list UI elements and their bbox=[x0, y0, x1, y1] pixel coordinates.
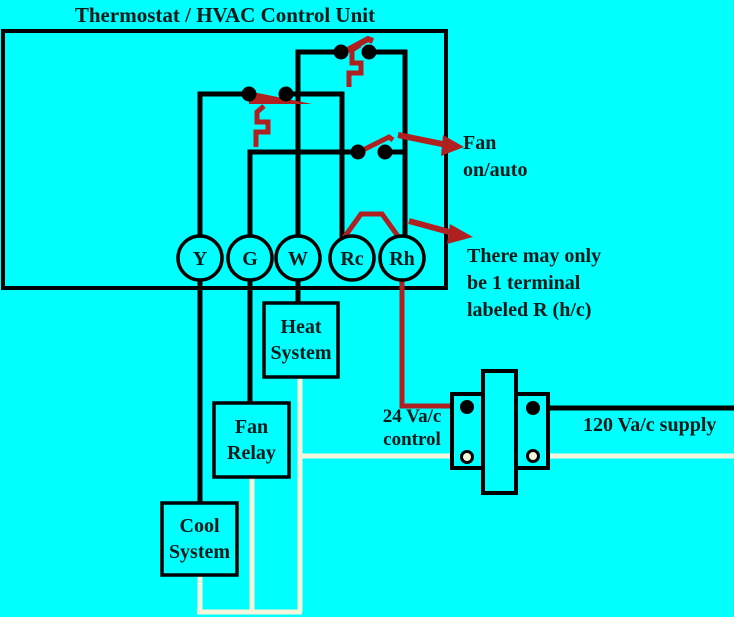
fan-relay-line2: Relay bbox=[227, 442, 276, 464]
cool-system-line1: Cool bbox=[179, 515, 220, 537]
cool-switch-contact-left bbox=[241, 86, 257, 102]
terminal-row: Y G W Rc Rh bbox=[176, 234, 426, 282]
cool-switch-bimetal bbox=[253, 104, 271, 147]
terminal-rc-label: Rc bbox=[340, 248, 363, 270]
fan-arrow-head bbox=[441, 135, 464, 156]
heat-system-box bbox=[262, 301, 340, 379]
r-note-arrow-shaft bbox=[408, 218, 454, 236]
fan-relay-line1: Fan bbox=[234, 416, 269, 438]
fan-on-auto-line2: on/auto bbox=[463, 159, 528, 181]
cool-switch-contact-right bbox=[278, 86, 294, 102]
r-terminal-note: There may only be 1 terminal labeled R (… bbox=[467, 243, 601, 324]
heat-switch-bimetal bbox=[346, 42, 364, 87]
fan-switch-icon bbox=[350, 134, 395, 160]
fan-on-auto-line1: Fan bbox=[463, 132, 497, 154]
heat-switch-contact-right bbox=[361, 44, 377, 60]
heat-system-line2: System bbox=[270, 342, 332, 364]
secondary-hot-terminal bbox=[460, 400, 474, 414]
terminal-rh bbox=[378, 234, 426, 282]
terminal-y-label: Y bbox=[193, 248, 208, 270]
terminal-y bbox=[176, 234, 224, 282]
heat-system-line1: Heat bbox=[280, 316, 322, 338]
fan-relay-box bbox=[212, 401, 291, 479]
terminal-w-label: W bbox=[288, 248, 308, 270]
r-terminal-note-line2: be 1 terminal bbox=[467, 272, 581, 294]
cool-system-box bbox=[160, 501, 239, 577]
supply-voltage-label: 120 Va/c supply bbox=[583, 414, 717, 436]
cool-system-line2: System bbox=[168, 541, 231, 563]
fan-on-auto-note: Fan on/auto bbox=[463, 130, 527, 184]
terminal-w bbox=[274, 234, 322, 282]
diagram-title: Thermostat / HVAC Control Unit bbox=[74, 3, 376, 27]
rc-rh-jumper-wire bbox=[340, 211, 403, 241]
heat-system-label: Heat System bbox=[264, 303, 338, 377]
rh-24v-wire bbox=[399, 279, 461, 409]
fan-switch-contact-right bbox=[377, 144, 393, 160]
primary-common-terminal bbox=[526, 449, 540, 463]
r-terminal-note-line3: labeled R (h/c) bbox=[467, 299, 592, 321]
common-wires bbox=[197, 377, 734, 615]
fan-arrow-shaft bbox=[397, 132, 448, 148]
control-voltage-line2: control bbox=[383, 429, 441, 450]
terminal-g bbox=[226, 234, 274, 282]
secondary-common-terminal bbox=[460, 450, 474, 464]
terminal-rc bbox=[328, 234, 376, 282]
r-terminal-note-line1: There may only bbox=[467, 245, 602, 267]
cool-switch-icon bbox=[241, 86, 312, 147]
rh-feed-wire bbox=[369, 49, 408, 237]
thermostat-box-outline bbox=[1, 29, 448, 290]
terminal-rh-label: Rh bbox=[389, 248, 415, 270]
cool-system-label: Cool System bbox=[162, 503, 237, 575]
fan-switch-contact-left bbox=[350, 144, 366, 160]
control-voltage-line1: 24 Va/c bbox=[382, 406, 442, 427]
control-voltage-label: 24 Va/c control bbox=[374, 405, 450, 451]
transformer-core bbox=[481, 369, 518, 495]
fan-switch-blade bbox=[357, 134, 395, 155]
fan-arrow-icon bbox=[397, 132, 464, 156]
terminal-g-label: G bbox=[242, 248, 258, 270]
control-wires bbox=[197, 49, 734, 503]
y-wire-upper bbox=[197, 91, 249, 236]
transformer-icon bbox=[450, 369, 550, 495]
rc-feed-wire bbox=[286, 91, 345, 239]
r-note-arrow-icon bbox=[408, 218, 473, 244]
fan-relay-label: Fan Relay bbox=[214, 403, 289, 477]
w-wire-upper bbox=[295, 49, 341, 236]
g-wire-upper bbox=[247, 149, 358, 236]
primary-hot-terminal bbox=[526, 401, 540, 415]
r-note-arrow-head bbox=[447, 224, 473, 244]
heat-switch-icon bbox=[333, 35, 377, 87]
heat-switch-contact-left bbox=[333, 44, 349, 60]
